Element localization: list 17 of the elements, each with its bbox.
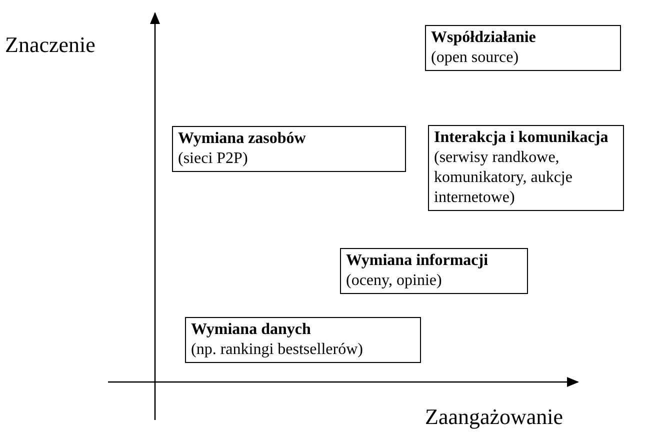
box-heading: Interakcja i komunikacja: [434, 128, 610, 148]
category-box: [428, 125, 624, 211]
box-heading: Wymiana zasobów: [178, 129, 307, 149]
category-box: [425, 25, 621, 71]
box-description: (np. rankingi bestsellerów): [191, 340, 364, 360]
box-description: (sieci P2P): [178, 149, 249, 169]
axis-label: Znaczenie: [5, 31, 96, 59]
box-description: (serwisy randkowe, komunikatory, aukcje internetowe): [434, 148, 574, 208]
box-description: (oceny, opinie): [346, 271, 443, 291]
box-description: (open source): [431, 48, 520, 68]
box-heading: Wymiana danych: [191, 320, 312, 340]
box-heading: Współdziałanie: [431, 28, 537, 48]
category-box: [172, 126, 406, 172]
category-box: [185, 317, 421, 363]
axis-label: Zaangażowanie: [425, 403, 564, 431]
box-heading: Wymiana informacji: [346, 251, 490, 271]
category-box: [340, 248, 528, 294]
